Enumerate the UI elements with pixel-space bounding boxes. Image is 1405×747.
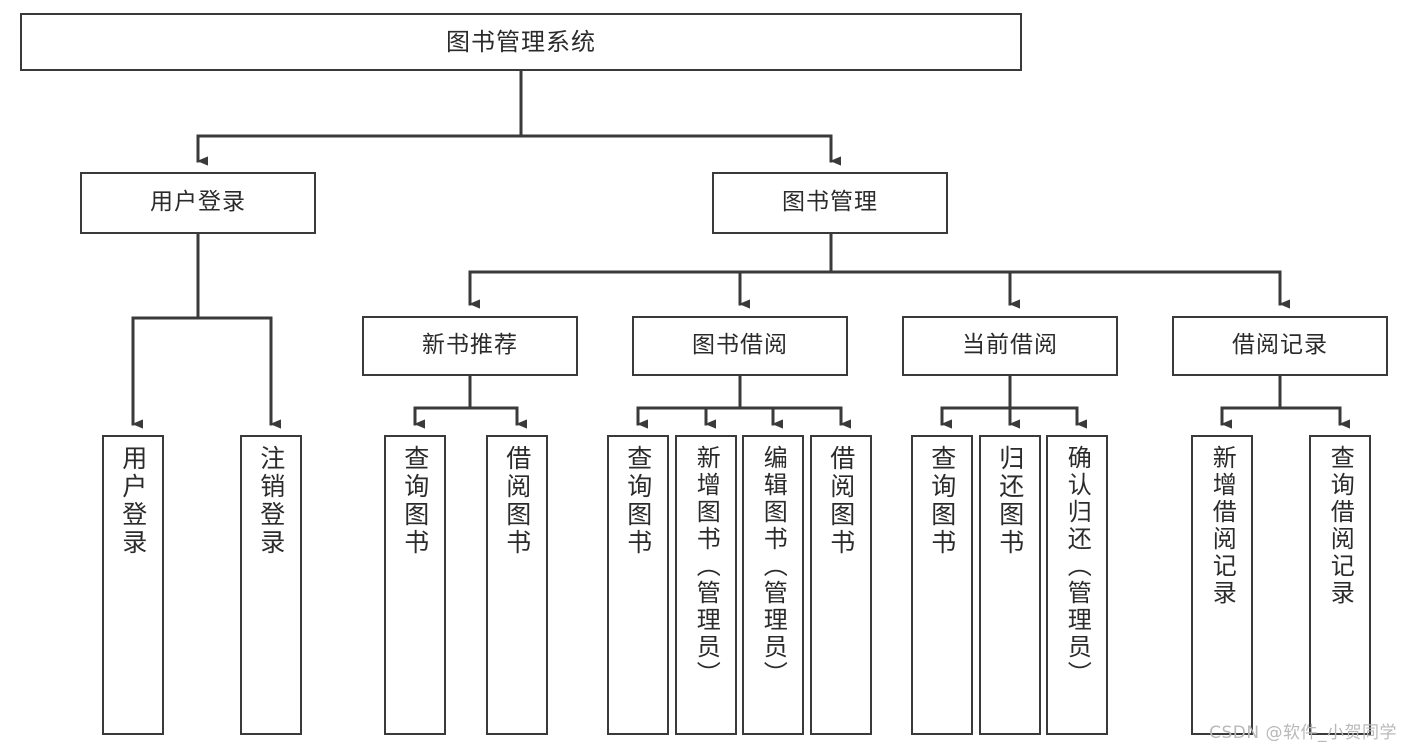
- node-book-management[interactable]: 图书管理: [712, 172, 948, 234]
- leaf-add-borrow-record[interactable]: 新增借阅记录: [1191, 435, 1253, 735]
- leaf-borrow-book-recommend[interactable]: 借阅图书: [486, 435, 548, 735]
- node-label: 用户登录: [118, 445, 148, 557]
- node-label: 新书推荐: [422, 332, 518, 359]
- node-label: 查询借阅记录: [1326, 445, 1355, 607]
- node-borrow-record[interactable]: 借阅记录: [1172, 316, 1388, 376]
- node-book-borrow[interactable]: 图书借阅: [632, 316, 848, 376]
- node-current-borrow[interactable]: 当前借阅: [902, 316, 1118, 376]
- node-label: 借阅图书: [502, 445, 532, 557]
- node-label: 新增图书（管理员）: [692, 445, 721, 688]
- node-user-login[interactable]: 用户登录: [80, 172, 316, 234]
- leaf-query-book-borrow[interactable]: 查询图书: [607, 435, 669, 735]
- node-label: 当前借阅: [962, 332, 1058, 359]
- leaf-edit-book-admin[interactable]: 编辑图书（管理员）: [742, 435, 804, 735]
- node-new-book-recommend[interactable]: 新书推荐: [362, 316, 578, 376]
- node-label: 归还图书: [995, 445, 1025, 557]
- node-label: 图书管理系统: [446, 27, 596, 56]
- node-label: 借阅记录: [1232, 332, 1328, 359]
- leaf-add-book-admin[interactable]: 新增图书（管理员）: [675, 435, 737, 735]
- node-label: 查询图书: [927, 445, 957, 557]
- node-label: 查询图书: [400, 445, 430, 557]
- leaf-logout[interactable]: 注销登录: [240, 435, 302, 735]
- node-label: 编辑图书（管理员）: [759, 445, 788, 688]
- node-label: 确认归还（管理员）: [1063, 445, 1092, 688]
- node-label: 用户登录: [150, 189, 246, 216]
- leaf-query-book-current[interactable]: 查询图书: [911, 435, 973, 735]
- leaf-query-book-recommend[interactable]: 查询图书: [384, 435, 446, 735]
- leaf-return-book[interactable]: 归还图书: [979, 435, 1041, 735]
- node-label: 图书借阅: [692, 332, 788, 359]
- node-label: 注销登录: [256, 445, 286, 557]
- leaf-query-borrow-record[interactable]: 查询借阅记录: [1309, 435, 1371, 735]
- leaf-confirm-return-admin[interactable]: 确认归还（管理员）: [1046, 435, 1108, 735]
- node-label: 借阅图书: [826, 445, 856, 557]
- leaf-borrow-book[interactable]: 借阅图书: [810, 435, 872, 735]
- node-label: 新增借阅记录: [1208, 445, 1237, 607]
- leaf-user-login[interactable]: 用户登录: [102, 435, 164, 735]
- node-label: 图书管理: [782, 189, 878, 216]
- node-label: 查询图书: [623, 445, 653, 557]
- node-root-system[interactable]: 图书管理系统: [20, 13, 1022, 71]
